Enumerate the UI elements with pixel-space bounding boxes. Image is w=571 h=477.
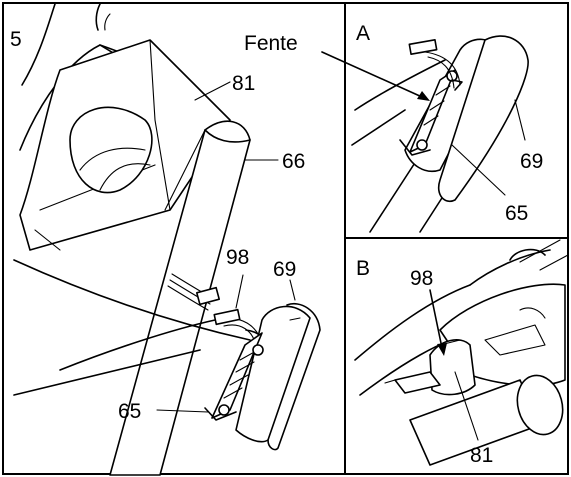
roller-b	[409, 374, 564, 466]
part-65-clip-a	[399, 69, 458, 156]
label-b-81: 81	[470, 444, 493, 467]
part-81-plate	[19, 39, 231, 251]
label-b-98: 98	[410, 267, 433, 290]
label-66: 66	[282, 150, 305, 173]
panel-main: 5 81 66 98 69 65	[10, 3, 321, 476]
panel-b-title: B	[356, 257, 370, 280]
part-65-clip	[204, 332, 264, 421]
panel-b: B 98 81	[354, 239, 569, 467]
panel-a-title: A	[356, 22, 370, 45]
panel-a: A Fente 69 65	[244, 22, 543, 233]
part-66-upright	[109, 120, 251, 476]
part-69-cover	[235, 303, 321, 451]
label-98: 98	[226, 246, 249, 269]
label-65: 65	[118, 400, 141, 423]
part-69-cover-a	[404, 35, 529, 202]
label-81: 81	[232, 72, 255, 95]
label-fente: Fente	[244, 32, 298, 55]
step-number: 5	[10, 28, 22, 51]
label-a-69: 69	[520, 150, 543, 173]
wire-connector-a	[408, 39, 463, 91]
label-a-65: 65	[505, 202, 528, 225]
label-69: 69	[273, 258, 296, 281]
